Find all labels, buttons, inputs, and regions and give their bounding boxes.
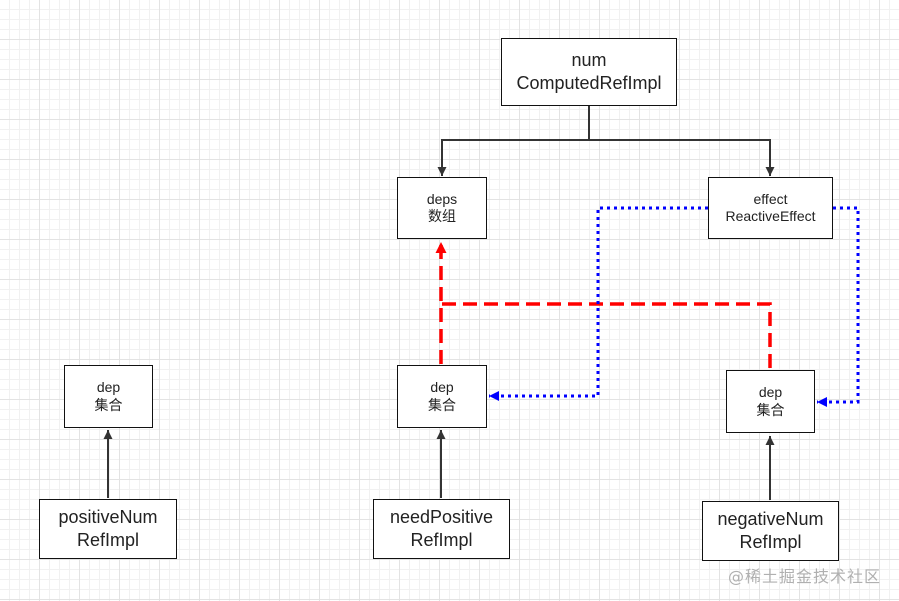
node-need-positive-ref: needPositive RefImpl: [373, 499, 510, 559]
node-dep-mid-type: 集合: [428, 396, 456, 413]
node-deps-name: deps: [426, 190, 458, 207]
node-positive-type: RefImpl: [76, 530, 139, 550]
node-deps-type: 数组: [428, 208, 456, 224]
node-dep-right-type: 集合: [756, 401, 785, 418]
watermark: @稀土掘金技术社区: [727, 567, 881, 586]
node-dep-set-right: dep 集合: [726, 370, 815, 433]
edge-computed-to-deps: [437, 106, 590, 176]
edge-effect-to-depmid: [489, 206, 708, 401]
edge-computed-to-effect: [589, 139, 775, 176]
node-positive-name: positiveNum: [58, 506, 158, 527]
node-negative-num-ref: negativeNum RefImpl: [702, 501, 839, 561]
node-dep-left-type: 集合: [94, 396, 123, 413]
node-effect-name: effect: [753, 190, 788, 207]
node-positive-num-ref: positiveNum RefImpl: [39, 499, 177, 559]
node-dep-right-name: dep: [758, 384, 783, 400]
node-computed-type: ComputedRefImpl: [516, 73, 662, 93]
node-negative-name: negativeNum: [717, 508, 824, 529]
node-dep-set-left: dep 集合: [64, 365, 153, 428]
node-computed-name: num: [571, 49, 607, 70]
node-need-type: RefImpl: [410, 530, 473, 550]
edge-effect-to-depright: [817, 206, 860, 407]
node-dep-mid-name: dep: [430, 379, 454, 395]
node-effect-type: ReactiveEffect: [725, 208, 816, 224]
node-computed-ref-impl: num ComputedRefImpl: [501, 38, 677, 106]
node-need-name: needPositive: [389, 506, 494, 527]
node-dep-set-middle: dep 集合: [397, 365, 487, 428]
node-deps-array: deps 数组: [397, 177, 487, 239]
node-negative-type: RefImpl: [739, 532, 802, 552]
edge-depright-to-deps: [441, 302, 772, 368]
node-dep-left-name: dep: [96, 379, 121, 395]
node-reactive-effect: effect ReactiveEffect: [708, 177, 833, 239]
